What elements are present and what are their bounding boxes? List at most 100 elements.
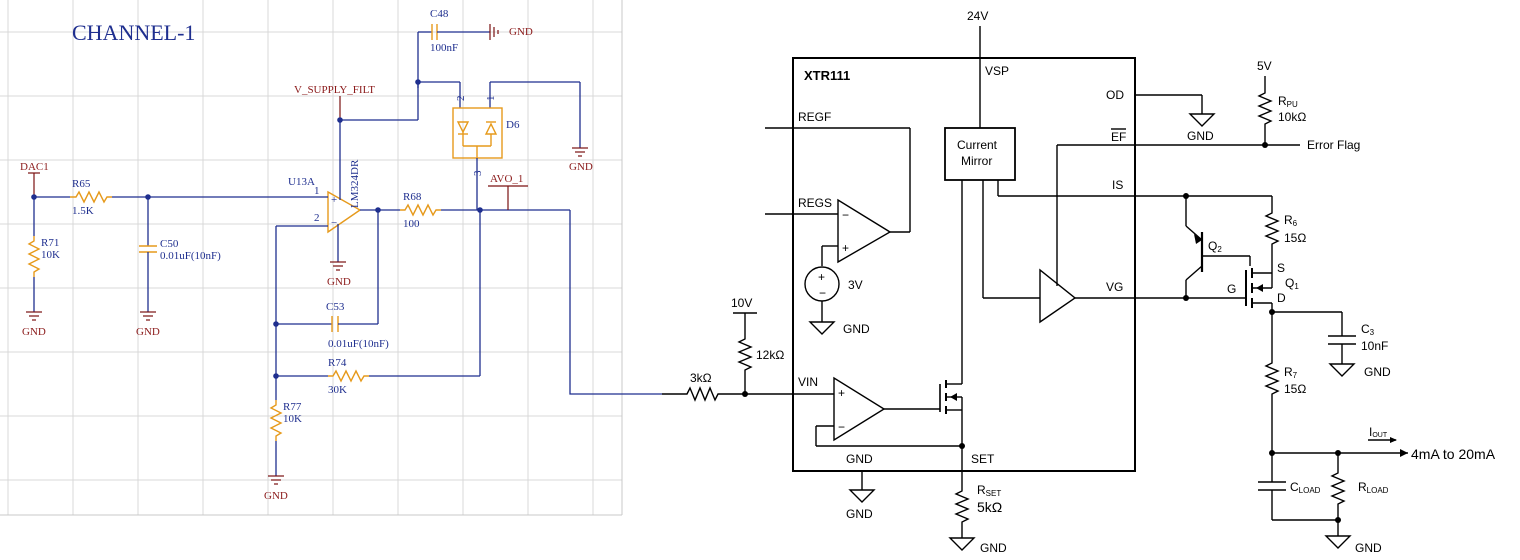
resistor-r65: R65 1.5K (70, 178, 112, 217)
svg-text:2: 2 (455, 96, 467, 102)
resistor-rload (1330, 470, 1346, 508)
svg-text:R68: R68 (403, 191, 422, 203)
svg-text:D: D (1277, 291, 1286, 305)
chip-xtr111 (792, 57, 1136, 472)
channel-title: CHANNEL-1 (72, 20, 195, 45)
svg-text:GND: GND (264, 490, 288, 502)
svg-text:−: − (819, 286, 826, 300)
svg-text:R71: R71 (41, 237, 59, 249)
svg-text:0.01uF(10nF): 0.01uF(10nF) (160, 250, 221, 262)
svg-text:3: 3 (472, 170, 484, 176)
opamp-regulator: − + (837, 198, 892, 264)
internal-mosfet (939, 380, 962, 414)
gnd-symbol-d6: GND (569, 147, 593, 173)
svg-text:−: − (331, 217, 337, 229)
svg-text:0.01uF(10nF): 0.01uF(10nF) (328, 338, 389, 350)
svg-text:Mirror: Mirror (961, 154, 992, 168)
svg-text:GND: GND (22, 326, 46, 338)
svg-text:RLOAD: RLOAD (1358, 480, 1389, 495)
svg-text:12kΩ: 12kΩ (756, 348, 784, 362)
svg-text:2: 2 (314, 212, 320, 224)
svg-text:VIN: VIN (798, 375, 818, 389)
svg-text:+: + (842, 241, 849, 255)
svg-text:C53: C53 (326, 301, 345, 313)
gnd-symbol-r77: GND (264, 475, 288, 502)
chip-name: XTR111 (804, 68, 850, 83)
svg-text:+: + (838, 386, 845, 400)
resistor-rpu (1257, 90, 1273, 128)
svg-text:10kΩ: 10kΩ (1278, 110, 1306, 124)
svg-text:U13A: U13A (288, 176, 315, 188)
resistor-r77: R77 10K (269, 400, 302, 441)
resistor-r6 (1264, 210, 1280, 248)
resistor-12k (737, 336, 753, 374)
svg-text:R7: R7 (1284, 365, 1298, 380)
svg-text:REGF: REGF (798, 110, 831, 124)
net-v-supply-filt: V_SUPPLY_FILT (294, 84, 375, 96)
svg-text:GND: GND (136, 326, 160, 338)
svg-text:EF: EF (1111, 130, 1126, 144)
opamp-u13a: + − U13A LM324DR 1 2 (288, 159, 362, 234)
gnd-symbol-c50: GND (136, 311, 160, 338)
svg-text:GND: GND (1187, 129, 1214, 143)
svg-text:D6: D6 (506, 119, 520, 131)
svg-text:OD: OD (1106, 88, 1124, 102)
svg-text:LM324DR: LM324DR (349, 159, 361, 208)
svg-text:100: 100 (403, 218, 420, 230)
svg-text:RSET: RSET (977, 483, 1001, 498)
svg-text:CLOAD: CLOAD (1290, 480, 1321, 495)
output-range-label: 4mA to 20mA (1411, 446, 1496, 462)
svg-text:IOUT: IOUT (1369, 425, 1388, 439)
svg-text:SET: SET (971, 452, 995, 466)
resistor-rset (954, 488, 970, 526)
resistor-r68: R68 100 (400, 191, 441, 230)
svg-text:GND: GND (843, 322, 870, 336)
svg-text:R65: R65 (72, 178, 91, 190)
resistor-r71: R71 10K (27, 236, 60, 277)
svg-text:S: S (1277, 261, 1285, 275)
resistor-3k (684, 386, 722, 402)
current-mirror-block (944, 127, 1016, 181)
svg-text:−: − (842, 208, 849, 222)
svg-text:RPU: RPU (1278, 94, 1298, 109)
svg-text:VG: VG (1106, 280, 1123, 294)
net-avo-1: AVO_1 (490, 173, 523, 185)
svg-text:5V: 5V (1257, 59, 1272, 73)
svg-text:C48: C48 (430, 8, 449, 20)
svg-text:10K: 10K (41, 249, 60, 261)
supply-24v: 24V (967, 9, 988, 23)
capacitor-c50: C50 0.01uF(10nF) (139, 238, 221, 262)
svg-text:C50: C50 (160, 238, 179, 250)
svg-text:GND: GND (509, 26, 533, 38)
svg-text:1.5K: 1.5K (72, 205, 94, 217)
svg-text:R77: R77 (283, 401, 302, 413)
svg-text:10V: 10V (731, 296, 752, 310)
transistor-q1: S G D Q1 (1186, 261, 1299, 312)
svg-text:10K: 10K (283, 413, 302, 425)
svg-text:Q2: Q2 (1208, 239, 1222, 254)
svg-text:1: 1 (314, 185, 320, 197)
svg-text:GND: GND (846, 507, 873, 521)
transistor-q2: Q2 (1185, 196, 1250, 298)
svg-text:GND: GND (1355, 541, 1382, 555)
resistor-r74: R74 30K (328, 357, 369, 396)
grid-lines (0, 0, 622, 515)
gnd-symbol-r71: GND (22, 311, 46, 338)
svg-text:C3: C3 (1361, 322, 1375, 337)
opamp-vin: + − (833, 376, 886, 442)
svg-text:100nF: 100nF (430, 42, 458, 54)
svg-text:Current: Current (957, 138, 998, 152)
error-flag-label: Error Flag (1307, 138, 1360, 152)
svg-text:GND: GND (327, 276, 351, 288)
svg-text:15Ω: 15Ω (1284, 231, 1306, 245)
svg-text:3V: 3V (848, 278, 863, 292)
svg-text:GND: GND (569, 161, 593, 173)
net-dac1: DAC1 (20, 161, 49, 173)
capacitor-c53: C53 0.01uF(10nF) (326, 301, 389, 350)
svg-text:Q1: Q1 (1285, 276, 1299, 291)
buffer-vg (1039, 268, 1077, 324)
svg-text:GND: GND (1364, 365, 1391, 379)
svg-text:1: 1 (485, 96, 497, 102)
